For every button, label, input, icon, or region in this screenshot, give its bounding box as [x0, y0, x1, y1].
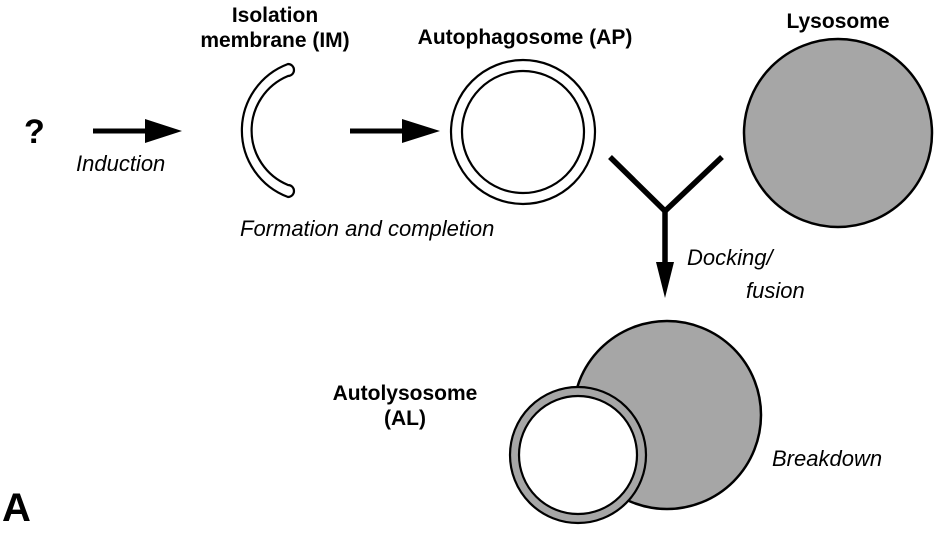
docking-fusion-arrow [608, 155, 724, 298]
formation-completion-label: Formation and completion [240, 216, 495, 241]
lysosome-shape [742, 37, 934, 229]
autolysosome-label-line2: (AL) [384, 407, 426, 430]
induction-arrow [93, 119, 182, 143]
unknown-trigger-symbol: ? [24, 113, 45, 151]
formation-arrow [350, 119, 440, 143]
autolysosome-shape [508, 319, 763, 525]
induction-label: Induction [76, 151, 166, 176]
panel-letter: A [2, 486, 31, 530]
isolation-membrane-shape [240, 62, 296, 199]
autophagosome-shape [449, 58, 597, 206]
autolysosome-label: Autolysosome (AL) [305, 381, 505, 431]
isolation-membrane-label-line2: membrane (IM) [200, 29, 350, 52]
isolation-membrane-label-line1: Isolation [231, 4, 319, 27]
isolation-membrane-label: Isolation membrane (IM) [190, 3, 360, 53]
breakdown-label: Breakdown [772, 446, 883, 471]
autophagosome-label: Autophagosome (AP) [417, 26, 633, 49]
autolysosome-label-line1: Autolysosome [332, 382, 478, 405]
lysosome-label: Lysosome [786, 10, 890, 33]
docking-label: Docking/ [687, 245, 773, 270]
fusion-label: fusion [746, 278, 805, 303]
